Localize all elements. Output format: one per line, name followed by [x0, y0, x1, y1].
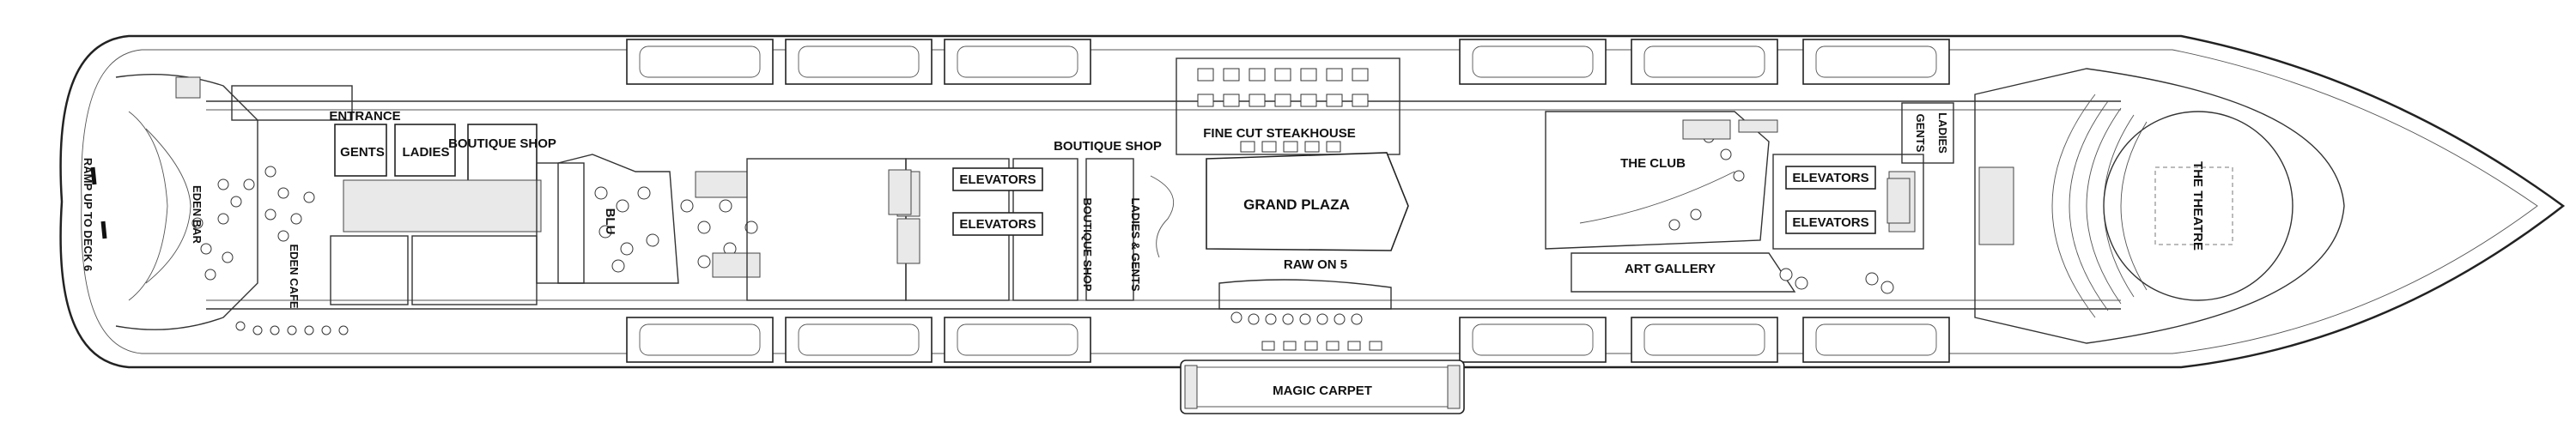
aft-public-area: [231, 85, 585, 305]
ladies-fwd-label: LADIES: [1936, 112, 1949, 154]
fine-cut-steakhouse-label: FINE CUT STEAKHOUSE: [1203, 126, 1356, 141]
gents-aft-label: GENTS: [340, 145, 385, 160]
stairs: [888, 119, 1911, 224]
eden-area: [115, 73, 349, 335]
elevators-aft-2[interactable]: [952, 212, 1043, 236]
elevators-fwd-2-label: ELEVATORS: [1792, 215, 1868, 230]
entrance-label: ENTRANCE: [329, 109, 400, 124]
gents-fwd-label: GENTS: [1914, 114, 1927, 153]
theatre-label: THE THEATRE: [2190, 161, 2205, 251]
grand-plaza: [1206, 152, 1409, 251]
grand-plaza-label: GRAND PLAZA: [1243, 196, 1350, 213]
magic-carpet-label: MAGIC CARPET: [1273, 384, 1372, 398]
lifeboats-starboard: [626, 317, 1950, 363]
boutique-shop-mid-label: BOUTIQUE SHOP: [1054, 139, 1162, 154]
blu-label: BLU: [603, 208, 617, 235]
art-gallery: [1571, 252, 1894, 294]
ladies-gents-mid-label: LADIES & GENTS: [1129, 197, 1142, 291]
elevators-aft-1-label: ELEVATORS: [959, 172, 1036, 187]
theatre: [1974, 68, 2345, 344]
elevators-aft-1[interactable]: [952, 167, 1043, 191]
eden-bar-label: EDEN BAR: [191, 185, 204, 245]
lifeboats-port: [626, 39, 1950, 85]
elevators-fwd-1-label: ELEVATORS: [1792, 171, 1868, 185]
eden-cafe-label: EDEN CAFE: [288, 244, 301, 308]
magic-carpet-platform[interactable]: [1180, 360, 1465, 414]
ladies-aft-label: LADIES: [402, 145, 449, 160]
elevators-aft-2-label: ELEVATORS: [959, 217, 1036, 232]
corridors: [206, 100, 2121, 310]
raw-on-5-label: RAW ON 5: [1284, 257, 1347, 272]
ramp-label: RAMP UP TO DECK 6: [82, 158, 94, 271]
boutique-shop-vertical-label: BOUTIQUE SHOP: [1081, 197, 1094, 291]
raw-on-5: [1218, 279, 1392, 351]
the-club-label: THE CLUB: [1620, 156, 1686, 171]
boutique-shop-aft-label: BOUTIQUE SHOP: [448, 136, 556, 151]
fine-cut-steakhouse: [1176, 57, 1400, 155]
the-club: [1545, 111, 1770, 250]
art-gallery-label: ART GALLERY: [1625, 262, 1716, 276]
blu-restaurant: [557, 154, 761, 284]
elevators-fwd-2[interactable]: [1785, 210, 1876, 234]
elevators-fwd-1[interactable]: [1785, 166, 1876, 190]
